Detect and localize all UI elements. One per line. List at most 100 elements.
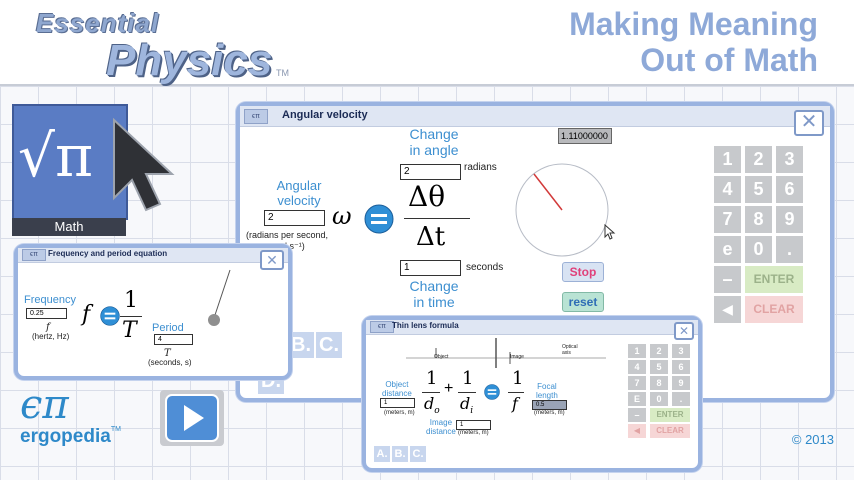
lens-di: di [460, 394, 473, 416]
math-tile[interactable]: √π [12, 104, 128, 220]
brand-essential: Essential [36, 8, 160, 38]
backspace-icon[interactable]: ◀ [714, 296, 741, 323]
window-badge-icon: ϵπ [22, 249, 46, 261]
img-dist-l1: Image [429, 418, 453, 427]
freq-numerator: 1 [124, 288, 138, 313]
lens-key-minus[interactable]: – [628, 408, 646, 422]
clear-button[interactable]: CLEAR [745, 296, 803, 323]
object-distance-label: Object distance [382, 380, 412, 398]
time-input[interactable]: 1 [400, 260, 461, 276]
readout-display: 1.11000000 [558, 128, 612, 144]
object-distance-input[interactable]: 1 [380, 398, 415, 408]
lens-key-3[interactable]: 3 [672, 344, 690, 358]
tab-c[interactable]: C. [316, 332, 342, 358]
period-input[interactable]: 4 [154, 334, 193, 345]
angular-tabs: B.C. [288, 332, 344, 358]
lens-one-2: 1 [462, 368, 474, 389]
pendulum [208, 269, 231, 326]
lens-key-7[interactable]: 7 [628, 376, 646, 390]
lens-key-0[interactable]: 0 [650, 392, 668, 406]
lens-key-9[interactable]: 9 [672, 376, 690, 390]
lens-diagram [406, 338, 606, 368]
focal-l1: Focal [537, 382, 557, 391]
change-angle-l1: Change [409, 126, 459, 142]
brand-physics: Physics [106, 36, 273, 85]
lens-key-dot[interactable]: . [672, 392, 690, 406]
key-5[interactable]: 5 [745, 176, 772, 203]
lens-key-4[interactable]: 4 [628, 360, 646, 374]
key-4[interactable]: 4 [714, 176, 741, 203]
key-2[interactable]: 2 [745, 146, 772, 173]
frequency-input[interactable]: 0.25 [26, 308, 67, 319]
lens-key-5[interactable]: 5 [650, 360, 668, 374]
lens-key-2[interactable]: 2 [650, 344, 668, 358]
omega-units-l2: rad s⁻¹) [274, 241, 305, 251]
key-minus[interactable]: – [714, 266, 741, 293]
key-0[interactable]: 0 [745, 236, 772, 263]
lens-backspace-icon[interactable]: ◀ [628, 424, 646, 438]
play-icon [165, 394, 219, 442]
close-icon[interactable]: ✕ [794, 110, 824, 136]
f-units: (hertz, Hz) [32, 332, 70, 341]
lens-key-e[interactable]: E [628, 392, 646, 406]
lens-keypad: 1 2 3 4 5 6 7 8 9 E 0 . – ENTER ◀ CLEAR [628, 344, 694, 444]
enter-button[interactable]: ENTER [745, 266, 803, 293]
key-7[interactable]: 7 [714, 206, 741, 233]
headline: Making Meaning Out of Math [458, 6, 818, 78]
lens-key-1[interactable]: 1 [628, 344, 646, 358]
change-angle-label: Change in angle [404, 126, 464, 158]
key-3[interactable]: 3 [776, 146, 803, 173]
time-unit: seconds [466, 262, 504, 273]
key-1[interactable]: 1 [714, 146, 741, 173]
lens-tab-c[interactable]: C. [410, 446, 426, 462]
lens-key-8[interactable]: 8 [650, 376, 668, 390]
rotation-dial [515, 163, 609, 257]
lens-key-6[interactable]: 6 [672, 360, 690, 374]
object-label: Object [434, 354, 449, 360]
math-label[interactable]: Math [12, 218, 126, 236]
tab-b[interactable]: B. [288, 332, 314, 358]
focal-length-input[interactable]: 0.5 [532, 400, 567, 410]
key-8[interactable]: 8 [745, 206, 772, 233]
focal-units: (meters, m) [534, 410, 565, 416]
key-dot[interactable]: . [776, 236, 803, 263]
lens-f: f [512, 394, 518, 413]
lens-tab-b[interactable]: B. [392, 446, 408, 462]
focal-l2: length [536, 391, 558, 400]
angular-l1: Angular [276, 178, 322, 193]
lens-enter-button[interactable]: ENTER [650, 408, 690, 422]
lens-tab-a[interactable]: A. [374, 446, 390, 462]
omega-input[interactable]: 2 [264, 210, 325, 226]
play-button[interactable] [160, 390, 224, 446]
frequency-window: ϵπ Frequency and period equation ✕ Frequ… [14, 244, 292, 380]
di-d: d [460, 394, 471, 413]
obj-dist-l2: distance [382, 389, 412, 398]
frequency-title: Frequency and period equation [48, 249, 168, 258]
angular-title: Angular velocity [282, 109, 368, 121]
frequency-label: Frequency [24, 294, 76, 306]
reset-button[interactable]: reset [562, 292, 604, 312]
obj-dist-l1: Object [385, 380, 409, 389]
key-6[interactable]: 6 [776, 176, 803, 203]
stop-button[interactable]: Stop [562, 262, 604, 282]
lens-line-3 [508, 392, 524, 393]
key-e[interactable]: e [714, 236, 741, 263]
angle-input[interactable]: 2 [400, 164, 461, 180]
cursor-arrow-icon [113, 118, 175, 212]
equals-icon [100, 306, 120, 326]
keypad: 1 2 3 4 5 6 7 8 9 e 0 . – ENTER ◀ CLEAR [714, 146, 806, 326]
equals-icon [484, 384, 500, 400]
close-icon[interactable]: ✕ [674, 322, 694, 340]
lens-plus: + [444, 380, 454, 397]
fraction-line [404, 218, 470, 219]
change-time-label: Change in time [404, 278, 464, 310]
lens-clear-button[interactable]: CLEAR [650, 424, 690, 438]
close-icon[interactable]: ✕ [260, 250, 284, 270]
brand-tm: TM [276, 68, 289, 78]
image-distance-input[interactable]: 1 [456, 420, 491, 430]
headline-line2: Out of Math [640, 42, 818, 78]
focal-length-label: Focal length [536, 382, 558, 400]
key-9[interactable]: 9 [776, 206, 803, 233]
lens-line-2 [458, 392, 476, 393]
lens-do: do [424, 394, 440, 416]
